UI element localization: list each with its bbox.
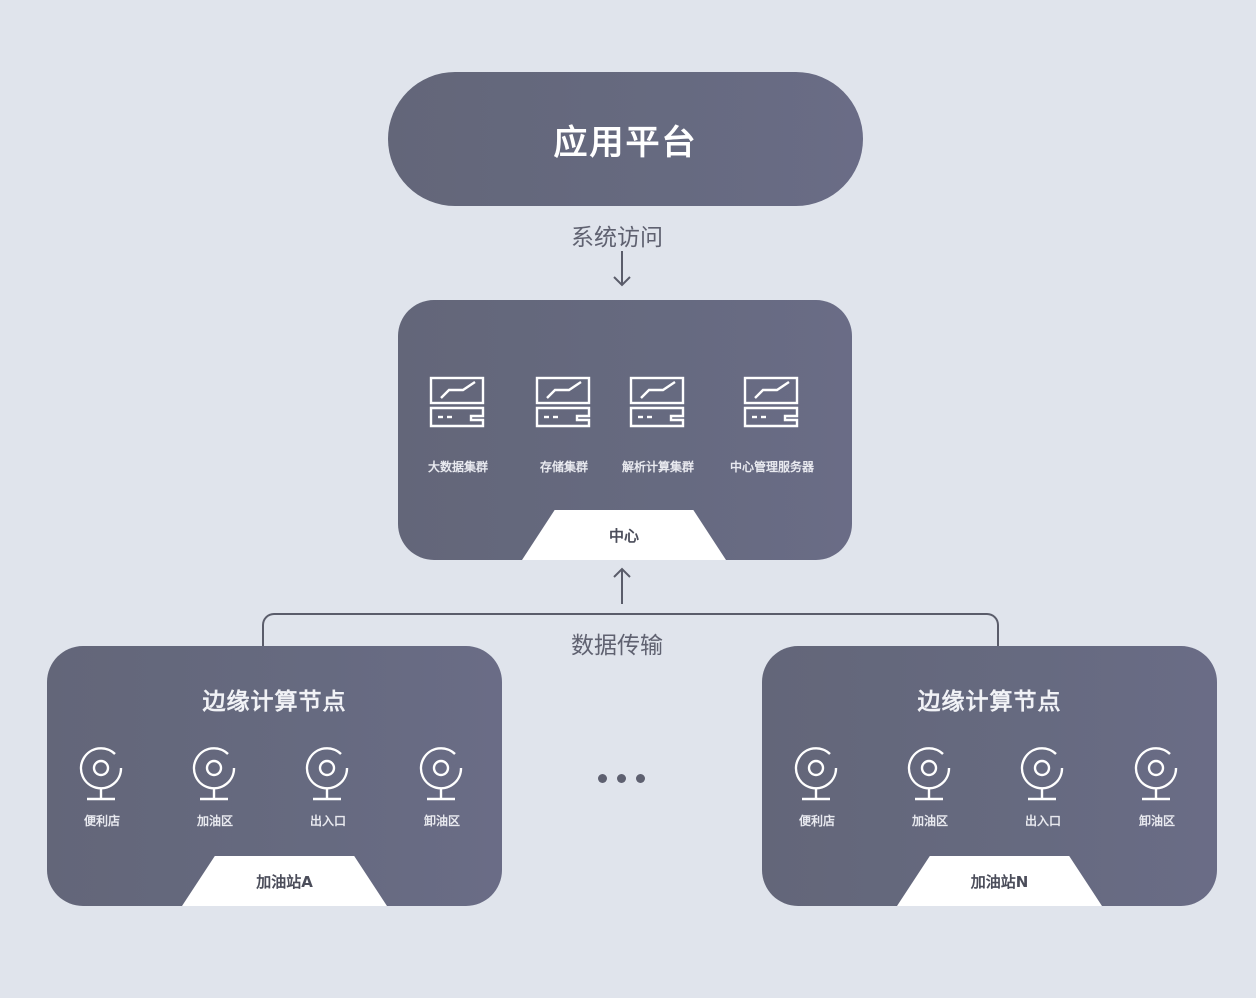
camera-label: 便利店 [83,814,120,828]
server-label: 大数据集群 [428,460,489,474]
server-monitor-icon [629,376,685,428]
up-arrow-icon [612,566,632,610]
server-storage-cluster: 存储集群 [535,376,593,475]
camera-unloading-area: 卸油区 [1117,746,1197,829]
camera-icon [1134,747,1178,801]
camera-icon [419,747,463,801]
system-access-label: 系统访问 [571,225,663,251]
server-monitor-icon [743,376,799,428]
down-arrow-icon [612,250,632,292]
camera-entrance-exit: 出入口 [288,746,368,829]
camera-icon [907,747,951,801]
camera-icon [305,747,349,801]
camera-icon [192,747,236,801]
camera-icon [794,747,838,801]
server-monitor-icon [535,376,591,428]
center-node: 大数据集群 存储集群 解析计算集群 中心管理服务器 中心 [398,300,852,560]
dot [598,774,607,783]
edge-node-station-a: 边缘计算节点 便利店 加油区 出入口 [47,646,502,906]
center-badge: 中心 [522,510,726,560]
station-badge: 加油站A [182,856,387,906]
station-badge: 加油站N [897,856,1102,906]
camera-icon [1020,747,1064,801]
connector-bracket [262,613,999,647]
app-platform-node: 应用平台 [388,72,863,206]
dot [617,774,626,783]
camera-label: 出入口 [309,814,346,828]
camera-fueling-area: 加油区 [890,746,970,829]
camera-label: 加油区 [911,814,948,828]
camera-icon [79,747,123,801]
server-central-management: 中心管理服务器 [730,376,814,475]
camera-unloading-area: 卸油区 [402,746,482,829]
server-compute-cluster: 解析计算集群 [622,376,694,475]
camera-label: 便利店 [798,814,835,828]
app-platform-title: 应用平台 [553,122,698,163]
camera-convenience-store: 便利店 [62,746,142,829]
server-label: 存储集群 [539,460,588,474]
data-transfer-label: 数据传输 [571,633,663,659]
server-monitor-icon [429,376,485,428]
server-label: 解析计算集群 [622,460,695,474]
camera-label: 卸油区 [1138,814,1175,828]
camera-label: 加油区 [196,814,233,828]
dot [636,774,645,783]
edge-node-title: 边缘计算节点 [917,689,1062,715]
server-label: 中心管理服务器 [730,460,815,474]
camera-label: 出入口 [1024,814,1061,828]
ellipsis-more-stations [598,774,645,783]
edge-node-title: 边缘计算节点 [202,689,347,715]
edge-node-station-n: 边缘计算节点 便利店 加油区 出入口 [762,646,1217,906]
camera-label: 卸油区 [423,814,460,828]
server-big-data-cluster: 大数据集群 [428,376,488,475]
camera-convenience-store: 便利店 [777,746,857,829]
camera-entrance-exit: 出入口 [1003,746,1083,829]
camera-fueling-area: 加油区 [175,746,255,829]
